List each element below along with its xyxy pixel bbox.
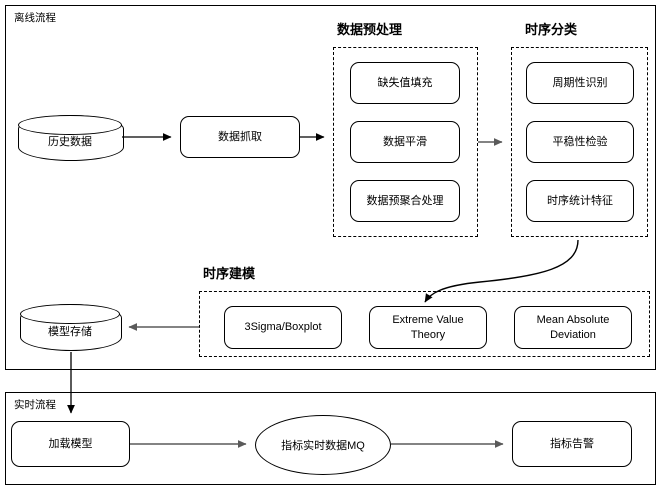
group-title-data-preprocessing: 数据预处理 bbox=[337, 22, 403, 37]
node-periodicity-recognition[interactable]: 周期性识别 bbox=[526, 62, 634, 104]
realtime-flow-label: 实时流程 bbox=[14, 399, 56, 411]
node-mean-absolute-deviation[interactable]: Mean Absolute Deviation bbox=[514, 306, 632, 349]
node-model-storage[interactable]: 模型存储 bbox=[20, 304, 122, 351]
node-extreme-value-theory[interactable]: Extreme Value Theory bbox=[369, 306, 487, 349]
node-model-storage-label: 模型存储 bbox=[48, 325, 92, 338]
node-metric-alarm[interactable]: 指标告警 bbox=[512, 421, 632, 467]
node-load-model[interactable]: 加载模型 bbox=[11, 421, 130, 467]
group-timeseries-classification bbox=[511, 47, 648, 237]
node-data-fetch[interactable]: 数据抓取 bbox=[180, 116, 300, 158]
node-timeseries-statistics[interactable]: 时序统计特征 bbox=[526, 180, 634, 222]
group-title-timeseries-classification: 时序分类 bbox=[525, 22, 578, 37]
node-data-preaggregation[interactable]: 数据预聚合处理 bbox=[350, 180, 460, 222]
group-data-preprocessing bbox=[333, 47, 478, 237]
offline-flow-container bbox=[5, 5, 656, 370]
node-metric-realtime-mq[interactable]: 指标实时数据MQ bbox=[255, 415, 391, 475]
node-data-smoothing[interactable]: 数据平滑 bbox=[350, 121, 460, 163]
node-history-data-label: 历史数据 bbox=[48, 136, 92, 148]
node-stationarity-test[interactable]: 平稳性检验 bbox=[526, 121, 634, 163]
cylinder-cap bbox=[20, 304, 120, 324]
node-missing-value-fill[interactable]: 缺失值填充 bbox=[350, 62, 460, 104]
cylinder-cap bbox=[18, 115, 122, 135]
realtime-flow-container bbox=[5, 392, 656, 485]
group-title-timeseries-modeling: 时序建模 bbox=[203, 266, 256, 281]
node-3sigma-boxplot[interactable]: 3Sigma/Boxplot bbox=[224, 306, 342, 349]
node-history-data[interactable]: 历史数据 bbox=[18, 115, 124, 161]
offline-flow-label: 离线流程 bbox=[14, 12, 56, 24]
